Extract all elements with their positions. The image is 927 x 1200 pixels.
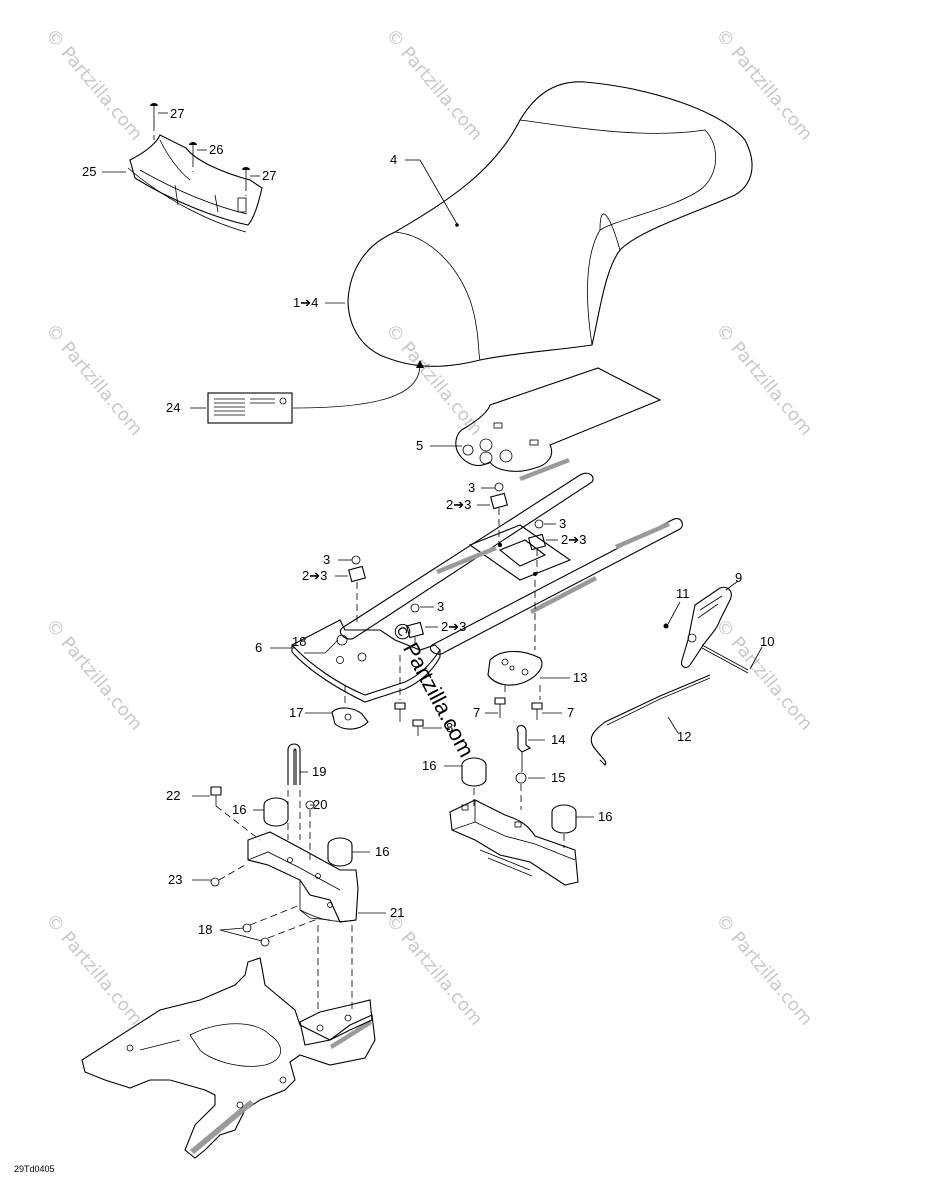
decal-label-part xyxy=(207,360,424,424)
callout-11: 11 xyxy=(676,586,690,601)
small-bracket-part xyxy=(331,685,369,730)
callout-19: 19 xyxy=(312,764,326,779)
callout-9: 9 xyxy=(735,570,742,585)
watermark: © Partzilla.com xyxy=(711,25,816,145)
callout-16: 16 xyxy=(598,809,612,824)
callout-18: 18 xyxy=(198,922,212,937)
seat-part xyxy=(347,81,753,367)
watermark: © Partzilla.com xyxy=(41,25,146,145)
latch-lever-part xyxy=(663,586,749,674)
callout-22: 22 xyxy=(166,788,180,803)
callout-17: 17 xyxy=(289,705,303,720)
watermark: © Partzilla.com xyxy=(41,615,146,735)
callout-15: 15 xyxy=(551,770,565,785)
callout-21: 21 xyxy=(390,905,404,920)
callout-7: 7 xyxy=(473,705,480,720)
callout-13: 13 xyxy=(573,670,587,685)
callout-6: 6 xyxy=(255,640,262,655)
callout-2-to-3: 2➔3 xyxy=(561,532,586,547)
callout-16: 16 xyxy=(375,844,389,859)
callout-18: 18 xyxy=(292,634,306,649)
watermark: © Partzilla.com xyxy=(711,615,816,735)
watermark: © Partzilla.com xyxy=(381,910,486,1030)
callout-2-to-3: 2➔3 xyxy=(441,619,466,634)
callout-25: 25 xyxy=(82,164,96,179)
callout-3: 3 xyxy=(559,516,566,531)
callout-4: 4 xyxy=(390,152,397,167)
callout-20: 20 xyxy=(313,797,327,812)
callout-16: 16 xyxy=(232,802,246,817)
callout-3: 3 xyxy=(437,599,444,614)
chassis-frame-part xyxy=(81,957,376,1159)
callout-27: 27 xyxy=(170,106,184,121)
front-bracket-part xyxy=(210,743,359,1010)
latch-base-part xyxy=(487,580,543,700)
callout-3: 3 xyxy=(323,552,330,567)
callout-27: 27 xyxy=(262,168,276,183)
callout-10: 10 xyxy=(760,634,774,649)
bolts-part xyxy=(394,655,543,736)
callout-5: 5 xyxy=(416,438,423,453)
callout-2-to-3: 2➔3 xyxy=(446,497,471,512)
watermark: © Partzilla.com xyxy=(381,25,486,145)
leader-lines xyxy=(102,112,763,942)
diagram-code: 29Td0405 xyxy=(14,1164,55,1174)
seat-pad-part xyxy=(455,367,662,472)
callout-7: 7 xyxy=(567,705,574,720)
callout-labels: 27 26 27 25 4 1➔4 24 5 3 2➔3 3 2➔3 3 2➔3… xyxy=(82,106,774,937)
watermark: © Partzilla.com xyxy=(381,320,486,440)
watermark: © Partzilla.com xyxy=(711,320,816,440)
callout-8: 8 xyxy=(446,720,453,735)
callout-26: 26 xyxy=(209,142,223,157)
callout-2-to-3: 2➔3 xyxy=(302,568,327,583)
watermark: © Partzilla.com xyxy=(41,320,146,440)
callout-23: 23 xyxy=(168,872,182,887)
callout-12: 12 xyxy=(677,729,691,744)
rod-part xyxy=(590,674,711,766)
callout-24: 24 xyxy=(166,400,180,415)
seat-support-frame-part xyxy=(291,458,683,703)
watermark: © Partzilla.com xyxy=(41,910,146,1030)
rear-trim-part xyxy=(127,103,263,233)
callout-14: 14 xyxy=(551,732,565,747)
callout-16: 16 xyxy=(422,758,436,773)
rear-bracket-part xyxy=(449,724,579,886)
callout-3: 3 xyxy=(468,480,475,495)
watermark: © Partzilla.com xyxy=(711,910,816,1030)
callout-1-to-4: 1➔4 xyxy=(293,295,318,310)
